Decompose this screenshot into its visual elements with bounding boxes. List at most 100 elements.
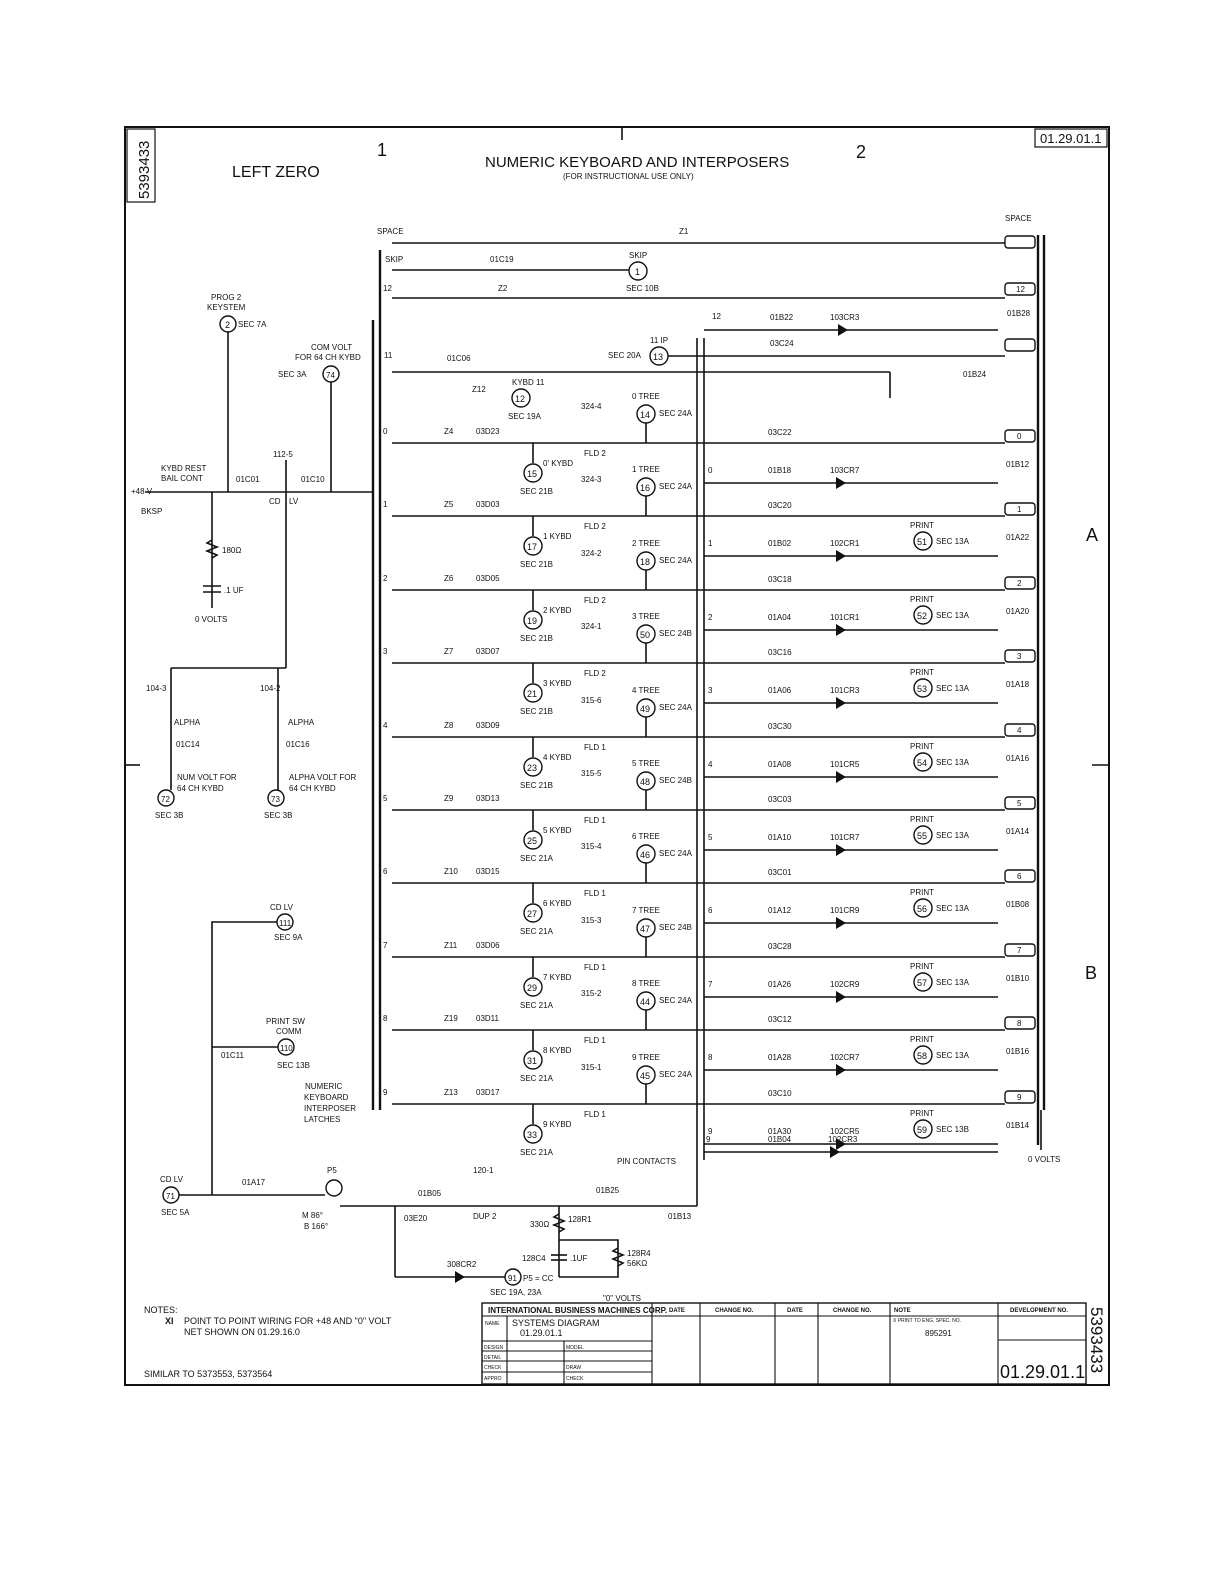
digit-1-print-circle	[913, 531, 933, 551]
digit-1-tree-sec: SEC 24A	[659, 482, 693, 491]
digit-8-print-circle	[913, 1045, 933, 1065]
digit-8-mag-row-label: 8	[708, 1053, 713, 1062]
digit-5-kybd-label: 5 KYBD	[543, 826, 572, 835]
sec9a-label: SEC 9A	[274, 933, 303, 942]
digit-4-kybd-circle	[523, 757, 543, 777]
prog-label: PROG 2	[211, 293, 242, 302]
bail-cont-label: BAIL CONT	[161, 474, 203, 483]
digit-1-latch	[1004, 502, 1036, 516]
digit-9-kybd-label: 9 KYBD	[543, 1120, 572, 1129]
digit-7-mag-row-label: 7	[708, 980, 713, 989]
circle-91-num: 91	[508, 1274, 517, 1283]
zero-volts-right: 0 VOLTS	[1028, 1155, 1060, 1164]
digit-1-print-sec: SEC 13A	[936, 537, 970, 546]
r112-label: 112-5	[273, 450, 293, 459]
digit-8-tree-sec: SEC 24A	[659, 996, 693, 1005]
row11-tree-sec: SEC 20A	[608, 351, 642, 360]
digit-9-kybd-num: 33	[527, 1130, 537, 1140]
digit-4-tree-num: 49	[640, 704, 650, 714]
r104b-label: 104-2	[260, 684, 281, 693]
digit-9-fld-label: FLD 1	[584, 1110, 606, 1119]
tb-name-val: SYSTEMS DIAGRAM	[512, 1318, 600, 1328]
psw-label2: COMM	[276, 1027, 302, 1036]
c01c10-label: 01C10	[301, 475, 325, 484]
digit-9-relay-label: 315-1	[581, 1063, 602, 1072]
digit-6-print-num: 56	[917, 904, 927, 914]
row-skip: SKIP 01C19 SKIP 1 SEC 10B	[385, 251, 659, 293]
digit-6-print-sec: SEC 13A	[936, 904, 970, 913]
skip-contact-label: SKIP	[385, 255, 403, 264]
digit-0-kybd-num: 15	[527, 469, 537, 479]
digit-2-tree-num: 18	[640, 557, 650, 567]
row-mark-b: B	[1085, 963, 1097, 983]
alpha-volt-label2: 64 CH KYBD	[289, 784, 336, 793]
sec13b-label: SEC 13B	[277, 1061, 310, 1070]
digit-2-z-label: Z6	[444, 574, 454, 583]
digit-5-relay-label: 315-5	[581, 769, 602, 778]
digit-7-contact-label: 7	[383, 941, 388, 950]
digit-2-kybd-circle	[523, 610, 543, 630]
p5-cam	[325, 1179, 343, 1197]
digit-6-diode-symbol	[836, 917, 846, 929]
digit-3-print-circle	[913, 678, 933, 698]
sheet-subtitle: (FOR INSTRUCTIONAL USE ONLY)	[563, 172, 694, 181]
digit-5-kybd-circle	[523, 830, 543, 850]
alpha-a-label: ALPHA	[174, 718, 201, 727]
sheet-border	[124, 126, 1110, 1386]
zero-volts-bottom: "0" VOLTS	[603, 1294, 641, 1303]
skip-circle-num: 1	[635, 267, 640, 277]
digit-3-print-sec: SEC 13A	[936, 684, 970, 693]
row-9-bottom: 9 01B04 102CR3	[704, 1135, 998, 1158]
digit-3-kybd-label: 3 KYBD	[543, 679, 572, 688]
tb-dev: DEVELOPMENT NO.	[1010, 1308, 1068, 1314]
digit-9-tree-num: 45	[640, 1071, 650, 1081]
digit-4-latch-label: 4	[1017, 726, 1022, 735]
digit-7-tree-label: 7 TREE	[632, 906, 660, 915]
digit-8-hold-label: 01B16	[1006, 1047, 1030, 1056]
row11-tree-num: 13	[653, 352, 663, 362]
digit-5-hold-label: 01A14	[1006, 827, 1030, 836]
digit-7-mag-label: 01A26	[768, 980, 792, 989]
digit-6-fld-label: FLD 1	[584, 889, 606, 898]
digit-9-tree-label: 9 TREE	[632, 1053, 660, 1062]
digit-9-diode-symbol	[836, 1138, 846, 1150]
num-volt-label: NUM VOLT FOR	[177, 773, 237, 782]
digit-9-print-circle	[913, 1119, 933, 1139]
digit-4-latch	[1004, 723, 1036, 737]
space-latch	[1004, 235, 1036, 249]
digit-3-fld-label: FLD 2	[584, 669, 606, 678]
digit-1-print-label: PRINT	[910, 521, 934, 530]
digit-7-wire-label: 03D06	[476, 941, 500, 950]
digit-5-print-sec: SEC 13A	[936, 831, 970, 840]
cdlv-label: CD LV	[270, 903, 294, 912]
digit-6-tree-circle	[636, 844, 656, 864]
digit-3-kybd-circle	[523, 683, 543, 703]
digit-3-tree-num: 50	[640, 630, 650, 640]
sec5a-label: SEC 5A	[161, 1208, 190, 1217]
row11-tree-label: 11 IP	[650, 336, 668, 345]
digit-6-kybd-sec: SEC 21A	[520, 927, 554, 936]
tb-date-2: DATE	[787, 1308, 803, 1314]
digit-0-mag-row-label: 0	[708, 466, 713, 475]
z2-label: Z2	[498, 284, 508, 293]
kybd-rest-label: KYBD REST	[161, 464, 206, 473]
digit-4-print-num: 54	[917, 758, 927, 768]
tb-change-1: CHANGE NO.	[715, 1308, 754, 1314]
digit-3-print-num: 53	[917, 684, 927, 694]
digit-6-kybd-num: 27	[527, 909, 537, 919]
b05-label: 01B05	[418, 1189, 442, 1198]
digit-0-z-label: Z4	[444, 427, 454, 436]
digit-3-kybd-num: 21	[527, 689, 537, 699]
digit-2-tree-label: 2 TREE	[632, 539, 660, 548]
digit-3-latch-label: 3	[1017, 652, 1022, 661]
digit-0-mag-label: 01B18	[768, 466, 792, 475]
digit-8-contact-label: 8	[383, 1014, 388, 1023]
row12-contact-label: 12	[383, 284, 392, 293]
digit-5-mag-row-label: 5	[708, 833, 713, 842]
digit-0-kybd-label: 0' KYBD	[543, 459, 573, 468]
note-1-text2: NET SHOWN ON 01.29.16.0	[184, 1327, 300, 1337]
digit-2-cwire-label: 03C18	[768, 575, 792, 584]
circle-72	[157, 789, 175, 807]
digit-2-print-circle	[913, 605, 933, 625]
